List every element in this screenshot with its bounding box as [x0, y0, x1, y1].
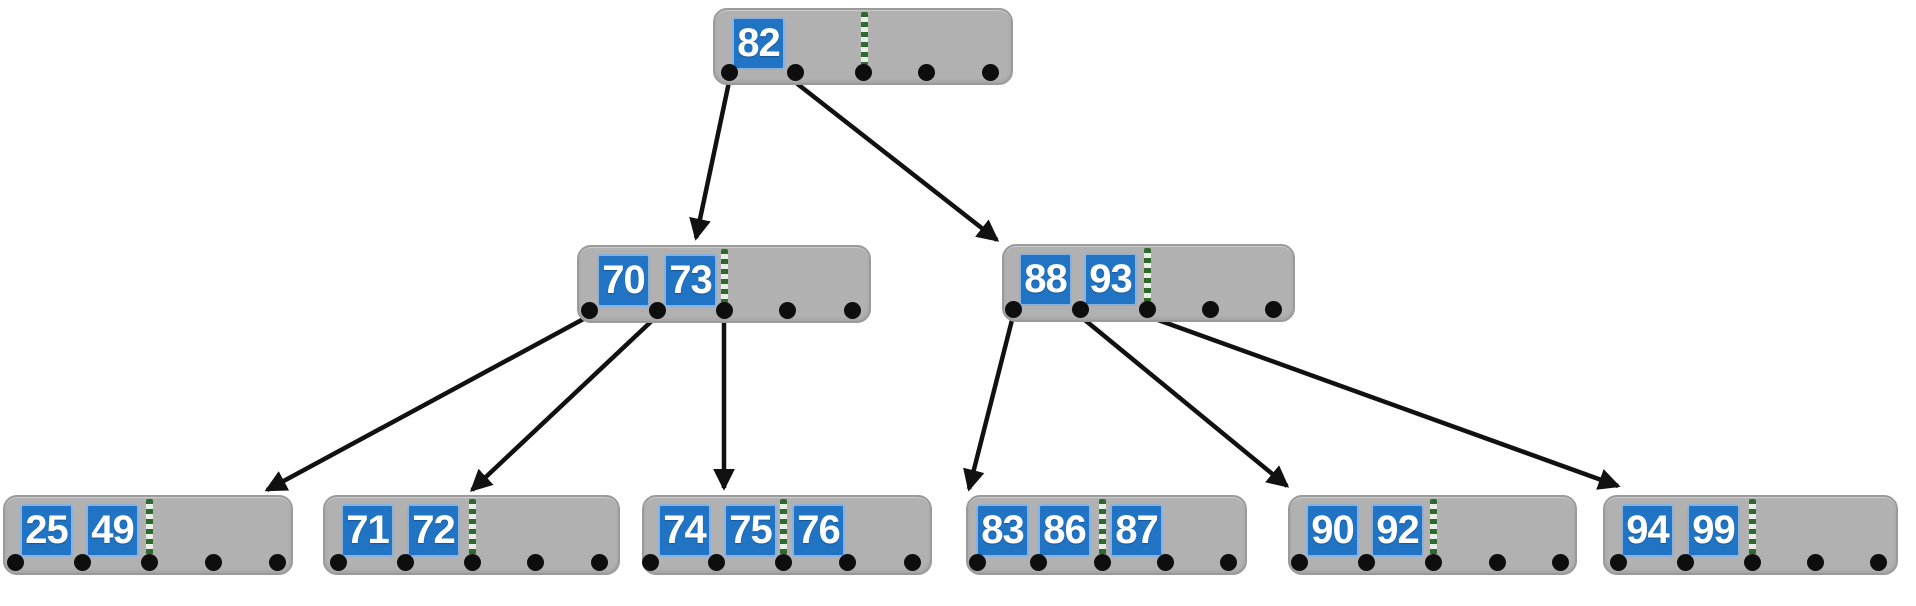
pointer-dot [969, 554, 986, 571]
midpoint-separator [861, 12, 868, 65]
midpoint-separator [1144, 248, 1151, 302]
pointer-dot [1552, 554, 1569, 571]
pointer-arrow-internal-right-p2-to-leaf-6 [1146, 313, 1621, 490]
pointer-dot [708, 554, 725, 571]
pointer-dot [649, 302, 666, 319]
pointer-dot [269, 554, 286, 571]
pointer-dot [775, 554, 792, 571]
pointer-dot [779, 302, 796, 319]
pointer-dot [74, 554, 91, 571]
midpoint-separator [1749, 499, 1756, 555]
pointer-arrow-internal-right-p0-to-leaf-4 [963, 315, 1016, 492]
pointer-dot [787, 64, 804, 81]
pointer-dot [1677, 554, 1694, 571]
pointer-dot [527, 554, 544, 571]
midpoint-separator [1430, 499, 1437, 555]
btree-node-root: 82 [713, 8, 1013, 85]
pointer-dot [1870, 554, 1887, 571]
pointer-dot [1139, 301, 1156, 318]
midpoint-separator [1099, 499, 1106, 555]
key-74: 74 [658, 504, 711, 557]
key-93: 93 [1084, 253, 1137, 306]
pointer-dot [1744, 554, 1761, 571]
key-82: 82 [732, 17, 785, 70]
key-70: 70 [597, 254, 650, 307]
pointer-dot [1030, 554, 1047, 571]
key-92: 92 [1371, 504, 1424, 557]
pointer-dot [918, 64, 935, 81]
pointer-dot [205, 554, 222, 571]
pointer-dot [839, 554, 856, 571]
pointer-dot [464, 554, 481, 571]
pointer-dot [1072, 301, 1089, 318]
midpoint-separator [146, 499, 153, 555]
pointer-dot [581, 302, 598, 319]
key-99: 99 [1687, 504, 1740, 557]
pointer-dot [1358, 554, 1375, 571]
key-49: 49 [86, 504, 139, 557]
pointer-arrow-root-p1-to-internal-right [793, 80, 1000, 242]
pointer-dot [397, 554, 414, 571]
pointer-dot [141, 554, 158, 571]
pointer-dot [844, 302, 861, 319]
key-25: 25 [20, 504, 73, 557]
pointer-arrow-internal-left-p0-to-leaf-1 [264, 314, 591, 492]
pointer-arrow-internal-right-p1-to-leaf-5 [1078, 314, 1290, 488]
key-94: 94 [1621, 504, 1674, 557]
pointer-dot [591, 554, 608, 571]
midpoint-separator [469, 499, 476, 555]
pointer-dot [1291, 554, 1308, 571]
pointer-dot [1220, 554, 1237, 571]
btree-node-internal-left: 70 73 [577, 245, 871, 323]
pointer-dot [1425, 554, 1442, 571]
key-88: 88 [1019, 253, 1072, 306]
pointer-dot [1489, 554, 1506, 571]
pointer-arrow-internal-left-p1-to-leaf-2 [469, 314, 659, 492]
pointer-arrow-root-p0-to-internal-left [689, 81, 732, 241]
key-72: 72 [407, 504, 460, 557]
pointer-dot [982, 64, 999, 81]
key-86: 86 [1038, 504, 1091, 557]
key-75: 75 [724, 504, 777, 557]
pointer-dot [1807, 554, 1824, 571]
pointer-dot [855, 64, 872, 81]
midpoint-separator [721, 249, 728, 303]
pointer-dot [1202, 301, 1219, 318]
midpoint-separator [780, 499, 787, 555]
pointer-dot [1265, 301, 1282, 318]
key-83: 83 [976, 504, 1029, 557]
pointer-dot [330, 554, 347, 571]
pointer-dot [1610, 554, 1627, 571]
key-87: 87 [1110, 504, 1163, 557]
pointer-dot [1005, 301, 1022, 318]
pointer-dot [1157, 554, 1174, 571]
pointer-dot [721, 64, 738, 81]
pointer-dot [642, 554, 659, 571]
key-76: 76 [792, 504, 845, 557]
pointer-dot [904, 554, 921, 571]
pointer-dot [716, 302, 733, 319]
pointer-dot [7, 554, 24, 571]
pointer-dot [1094, 554, 1111, 571]
key-71: 71 [341, 504, 394, 557]
key-90: 90 [1306, 504, 1359, 557]
key-73: 73 [664, 254, 717, 307]
